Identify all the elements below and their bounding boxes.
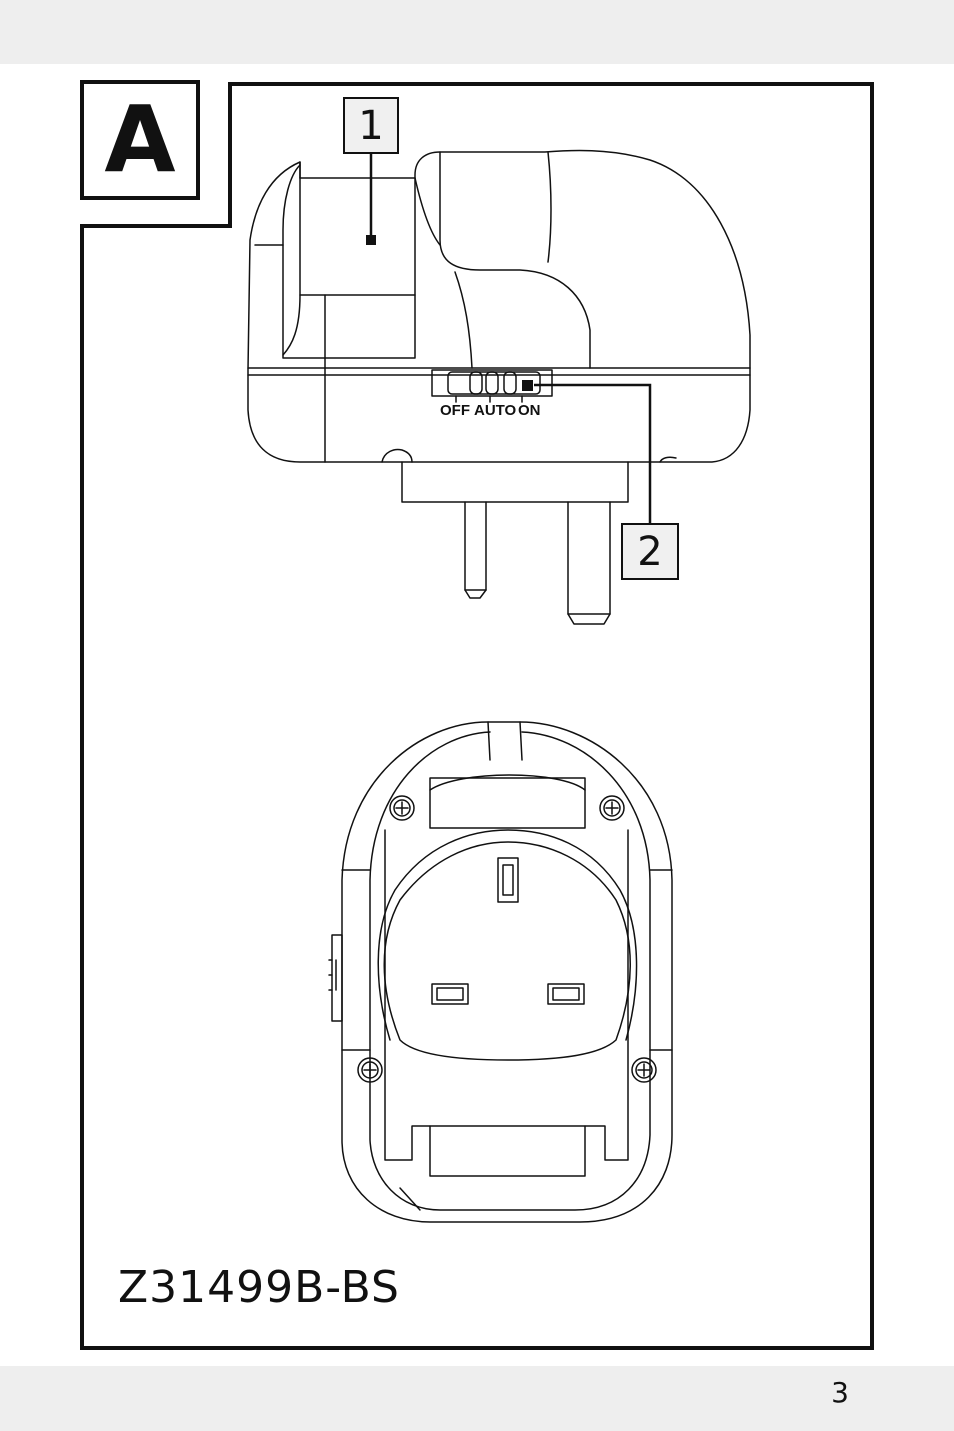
front-view <box>329 722 672 1222</box>
callout-leaders <box>371 154 650 523</box>
switch-label-off: OFF <box>440 402 470 419</box>
callout-2-marker <box>522 380 533 391</box>
callout-2: 2 <box>621 523 679 580</box>
callout-1-marker <box>366 235 376 245</box>
switch-label-auto: AUTO <box>474 402 517 419</box>
callout-1: 1 <box>343 97 399 154</box>
switch-label-on: ON <box>518 402 541 419</box>
model-number: Z31499B-BS <box>118 1262 400 1313</box>
